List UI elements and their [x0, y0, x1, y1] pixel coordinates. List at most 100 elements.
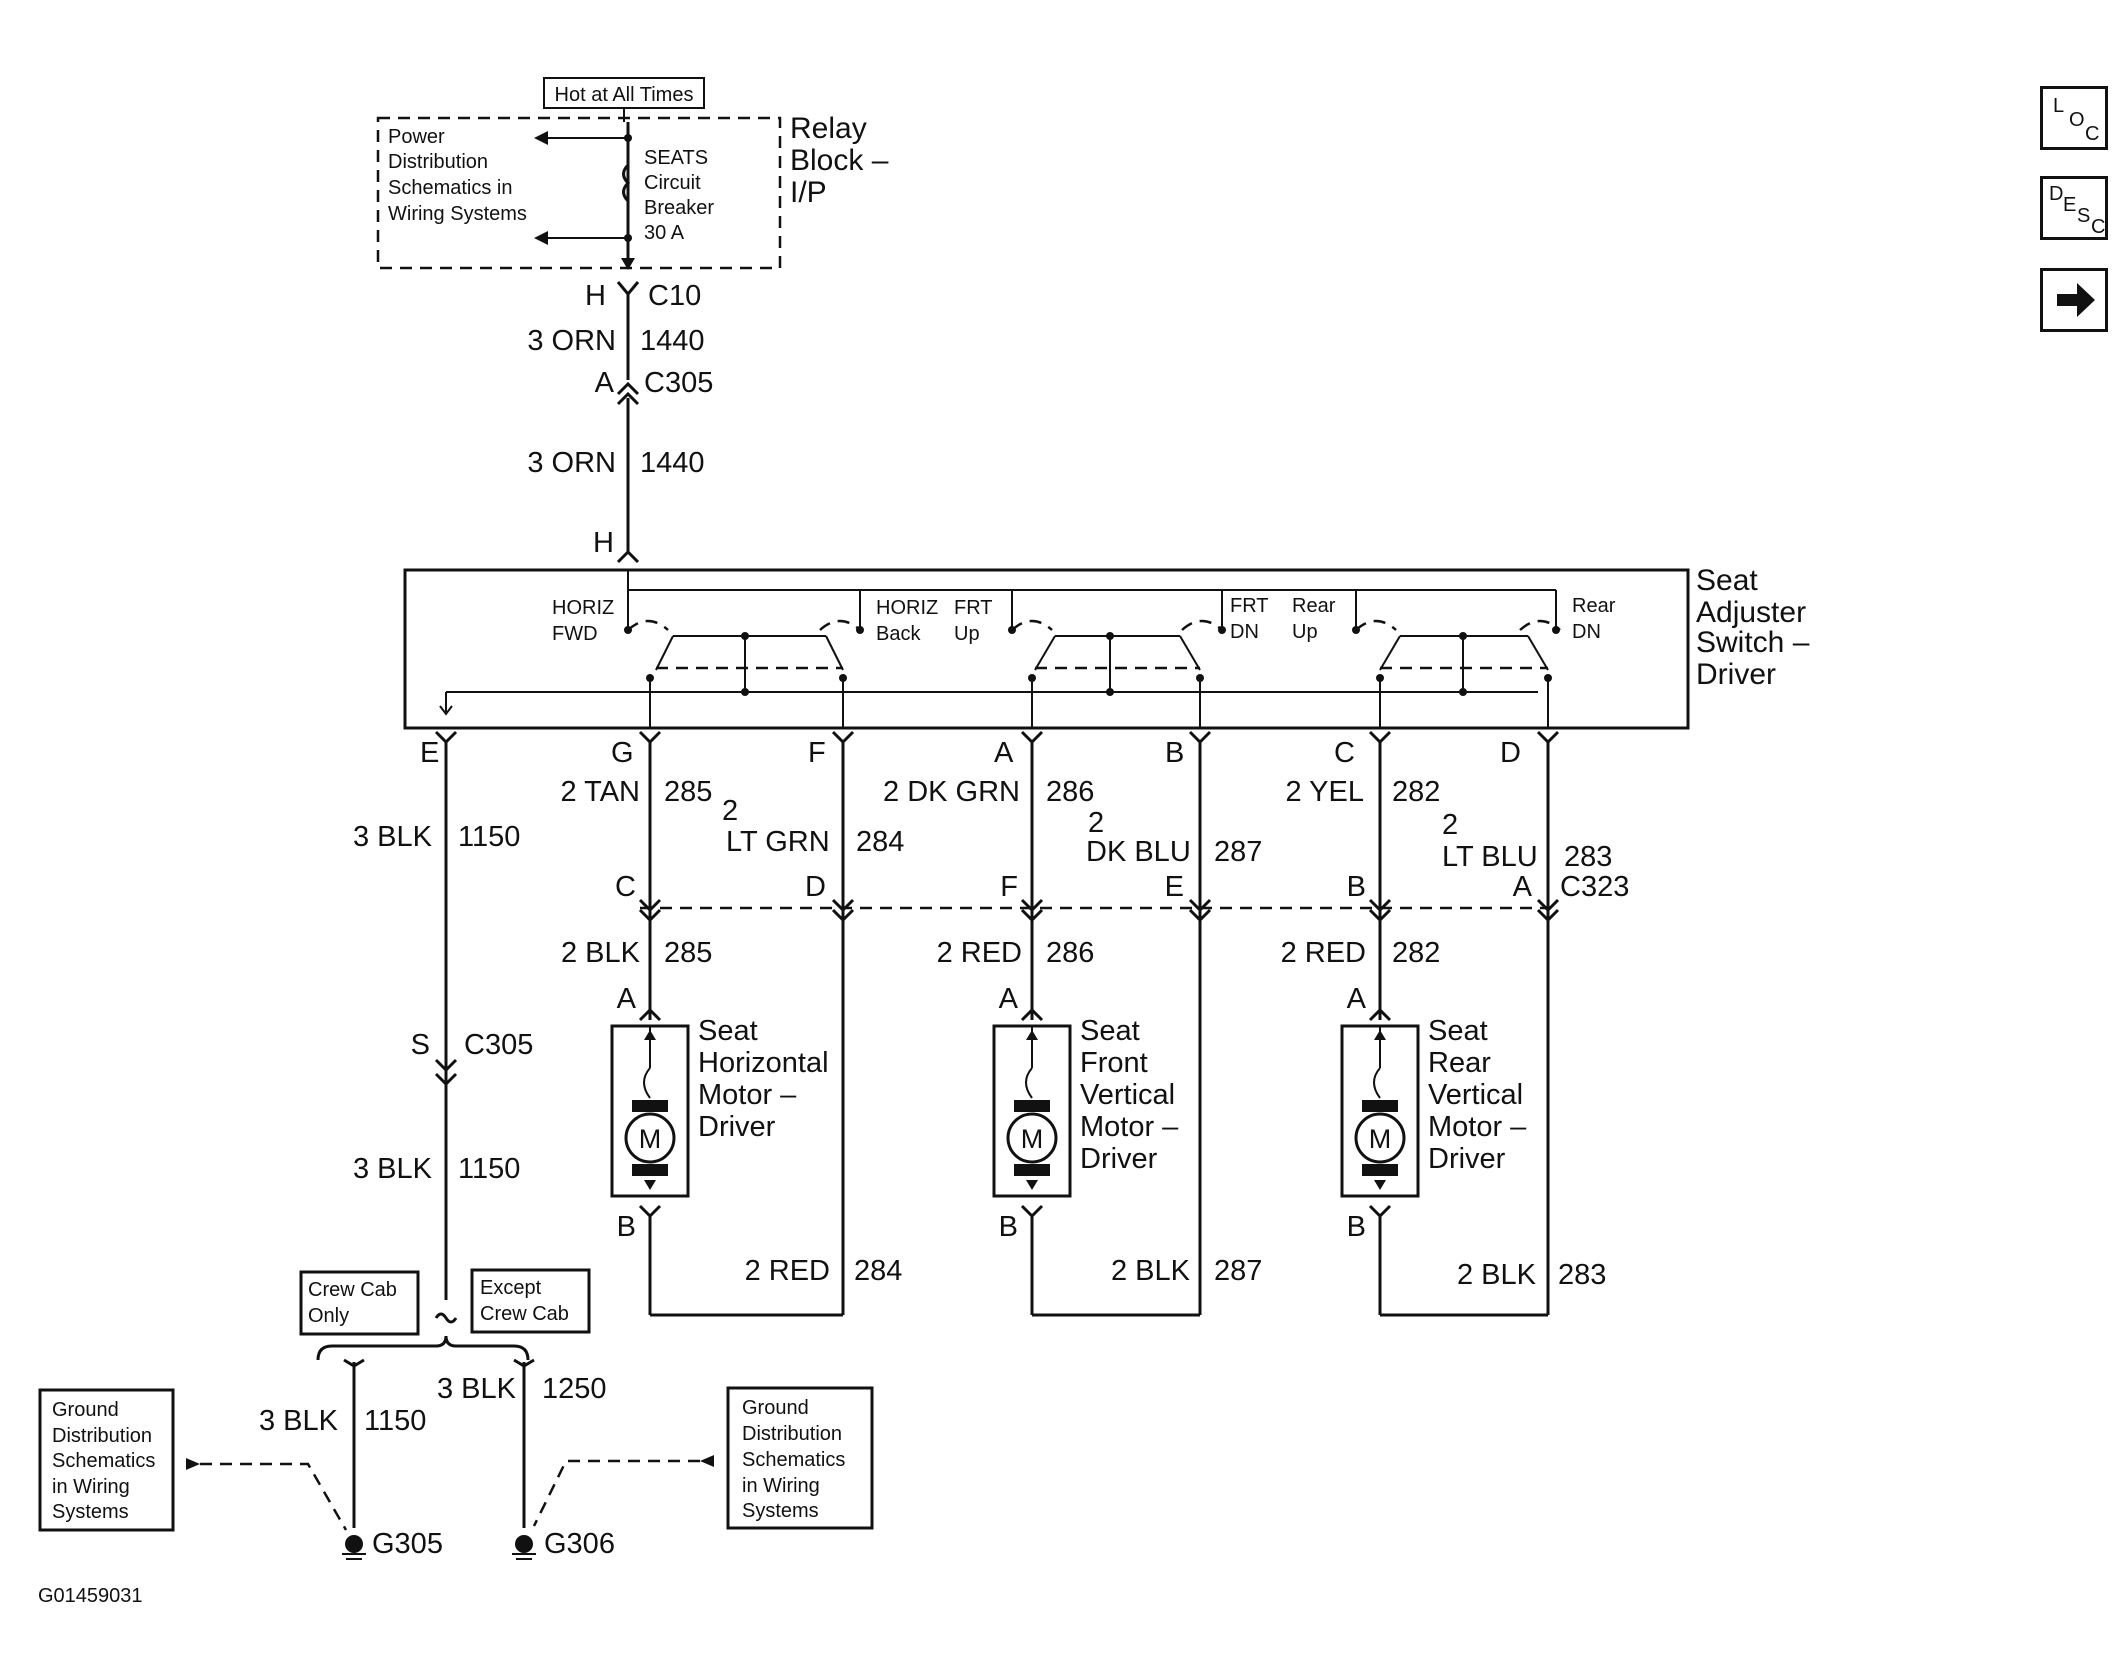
wire-1150-circuit: 1150 [458, 821, 520, 853]
wire-284-gauge: 2 [722, 795, 738, 827]
c305-connector-ground: C305 [464, 1029, 533, 1061]
seat-adjuster-switch-box [403, 568, 1690, 730]
seats-breaker-label: SEATS Circuit Breaker 30 A [644, 147, 720, 244]
switch-section-horizontal [627, 619, 861, 728]
switch-section-front-vertical [1011, 619, 1223, 728]
c305-pin-s: S [411, 1029, 430, 1061]
svg-text:B: B [617, 1211, 636, 1243]
wire-282-circuit: 282 [1392, 776, 1440, 808]
c305-connector: C305 [644, 367, 713, 399]
wire-283-color: LT BLU [1442, 841, 1538, 873]
switch-pin-g: G [611, 737, 634, 769]
c323-pin-a: A [1513, 871, 1533, 903]
wire-284-red-circuit: 284 [854, 1255, 902, 1287]
hot-at-all-times-label: Hot at All Times [555, 84, 694, 106]
wire-1150-gauge: 3 BLK [353, 821, 433, 853]
ground-symbol-g305 [342, 1535, 366, 1560]
svg-text:Seat Rear Vertical: Seat Rear Vertical Motor – Driver [1428, 1015, 1534, 1175]
switch-pin-c: C [1334, 737, 1355, 769]
ground-wire-1250-gauge: 3 BLK [437, 1373, 517, 1405]
svg-text:A: A [999, 983, 1019, 1015]
relay-block-label: Relay Block – I/P [790, 112, 897, 209]
c323-connector: C323 [1560, 871, 1629, 903]
c323-pin-e: E [1165, 871, 1184, 903]
ground-wire-1150-gauge: 3 BLK [259, 1405, 339, 1437]
wire-286-red-gauge: 2 RED [937, 937, 1022, 969]
wire-285-black-circuit: 285 [664, 937, 712, 969]
svg-text:A: A [617, 983, 637, 1015]
relay-block-outline [376, 116, 782, 270]
motor-symbol [624, 1112, 676, 1164]
svg-text:A: A [1347, 983, 1367, 1015]
wire-283-circuit: 283 [1564, 841, 1612, 873]
svg-text:B: B [999, 1211, 1018, 1243]
ground-g305: G305 [372, 1528, 443, 1560]
seat-front-vertical-motor: A M B Seat Front Vertical Motor – Driver [992, 983, 1186, 1315]
svg-text:M: M [639, 1124, 662, 1154]
desc-button[interactable]: D E S C [2040, 176, 2108, 240]
wire-1150-gauge-2: 3 BLK [353, 1153, 433, 1185]
c10-pin: H [585, 280, 606, 312]
c10-connector: C10 [648, 280, 701, 312]
switch-section-rear-vertical [1355, 619, 1561, 728]
ground-symbol-g306 [512, 1535, 536, 1560]
wire-287-color: DK BLU [1086, 836, 1191, 868]
wire-286-red-circuit: 286 [1046, 937, 1094, 969]
seat-rear-vertical-motor: A M B Seat Rear Vertical Motor – Driver [1340, 983, 1534, 1315]
option-except-crew-cab [470, 1268, 591, 1334]
wire-282-red-circuit: 282 [1392, 937, 1440, 969]
next-button[interactable] [2040, 268, 2108, 332]
power-distribution-reference: Power Distribution Schematics in Wiring … [388, 126, 527, 225]
wire-282-red-gauge: 2 RED [1281, 937, 1366, 969]
seat-horizontal-motor: A M B Seat Horizontal Motor – Driver [610, 983, 829, 1315]
option-crew-cab-only [299, 1270, 420, 1336]
wire-1440-circuit-2: 1440 [640, 447, 705, 479]
wire-285-gauge: 2 TAN [560, 776, 640, 808]
wire-283-black-circuit: 283 [1558, 1259, 1606, 1291]
seat-adjuster-switch-label: Seat Adjuster Switch – Driver [1696, 564, 1818, 691]
wire-282-gauge: 2 YEL [1286, 776, 1364, 808]
wire-286-circuit: 286 [1046, 776, 1094, 808]
ground-distribution-right-label: Ground Distribution Schematics in Wiring… [742, 1397, 851, 1522]
wire-1150-circuit-2: 1150 [458, 1153, 520, 1185]
wire-1440-gauge-2: 3 ORN [527, 447, 616, 479]
wire-287-gauge: 2 [1088, 807, 1104, 839]
ground-distribution-left-box [38, 1388, 175, 1532]
ground-wire-1250-circuit: 1250 [542, 1373, 607, 1405]
wire-1440-circuit: 1440 [640, 325, 705, 357]
switch-pin-a: A [994, 737, 1014, 769]
ground-wire-1150-circuit: 1150 [364, 1405, 426, 1437]
svg-text:Seat Front Vertica: Seat Front Vertical Motor – Driver [1080, 1015, 1186, 1175]
wire-284-color: LT GRN [726, 826, 830, 858]
wire-284-circuit: 284 [856, 826, 904, 858]
switch-pin-f: F [808, 737, 826, 769]
svg-text:M: M [1369, 1124, 1392, 1154]
loc-button[interactable]: L O C [2040, 86, 2108, 150]
switch-pin-d: D [1500, 737, 1521, 769]
motor-symbol [1354, 1112, 1406, 1164]
svg-text:B: B [1347, 1211, 1366, 1243]
svg-text:M: M [1021, 1124, 1044, 1154]
switch-pin-h: H [593, 527, 614, 559]
ground-g306: G306 [544, 1528, 615, 1560]
wire-285-black-gauge: 2 BLK [561, 937, 641, 969]
wire-285-circuit: 285 [664, 776, 712, 808]
wire-284-red-gauge: 2 RED [745, 1255, 830, 1287]
c323-pin-f: F [1000, 871, 1018, 903]
wire-283-gauge: 2 [1442, 809, 1458, 841]
c305-pin-a: A [595, 367, 615, 399]
ground-distribution-right-box [726, 1386, 874, 1530]
c323-pin-c: C [615, 871, 636, 903]
wire-287-circuit: 287 [1214, 836, 1262, 868]
wire-1440-gauge: 3 ORN [527, 325, 616, 357]
arrow-right-icon [2057, 283, 2095, 317]
switch-pin-e: E [420, 737, 439, 769]
wire-286-gauge: 2 DK GRN [883, 776, 1020, 808]
